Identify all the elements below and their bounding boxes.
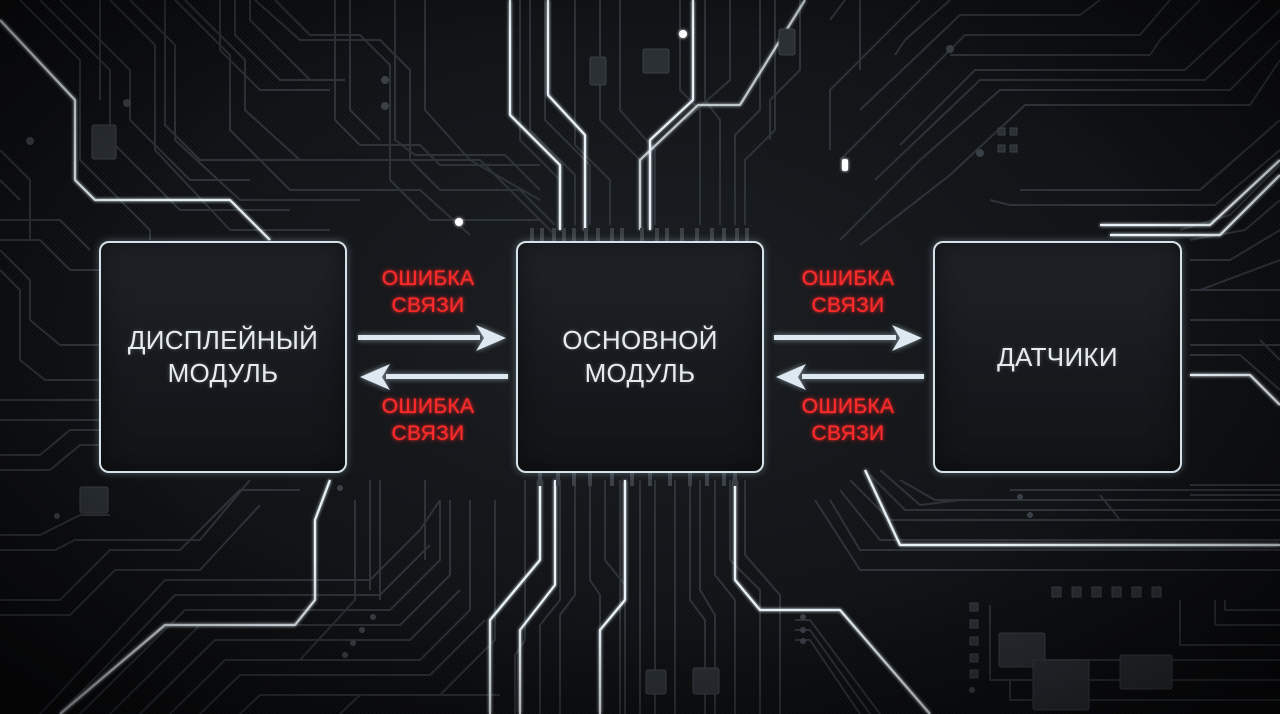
error-label-line1: ОШИБКА — [801, 395, 895, 418]
error-label-line1: ОШИБКА — [381, 395, 475, 418]
error-label-line2: СВЯЗИ — [811, 422, 885, 445]
error-label-sensors-to-main: ОШИБКА СВЯЗИ — [783, 393, 913, 447]
main-module-label: ОСНОВНОЙ МОДУЛЬ — [562, 325, 718, 388]
error-label-line2: СВЯЗИ — [391, 422, 465, 445]
main-module-box: ОСНОВНОЙ МОДУЛЬ — [516, 241, 764, 473]
sensors-box: ДАТЧИКИ — [933, 241, 1182, 473]
display-module-box: ДИСПЛЕЙНЫЙ МОДУЛЬ — [99, 241, 347, 473]
error-label-line2: СВЯЗИ — [811, 294, 885, 317]
arrow-left-icon — [360, 364, 508, 390]
error-label-line2: СВЯЗИ — [391, 294, 465, 317]
sensors-label: ДАТЧИКИ — [997, 341, 1118, 372]
error-label-main-to-sensors: ОШИБКА СВЯЗИ — [783, 265, 913, 319]
error-label-line1: ОШИБКА — [381, 267, 475, 290]
arrow-right-icon — [774, 325, 922, 351]
arrow-left-icon — [776, 364, 924, 390]
error-label-line1: ОШИБКА — [801, 267, 895, 290]
arrow-right-icon — [358, 325, 506, 351]
error-label-display-to-main: ОШИБКА СВЯЗИ — [363, 265, 493, 319]
display-module-label: ДИСПЛЕЙНЫЙ МОДУЛЬ — [127, 325, 319, 388]
error-label-main-to-display: ОШИБКА СВЯЗИ — [363, 393, 493, 447]
